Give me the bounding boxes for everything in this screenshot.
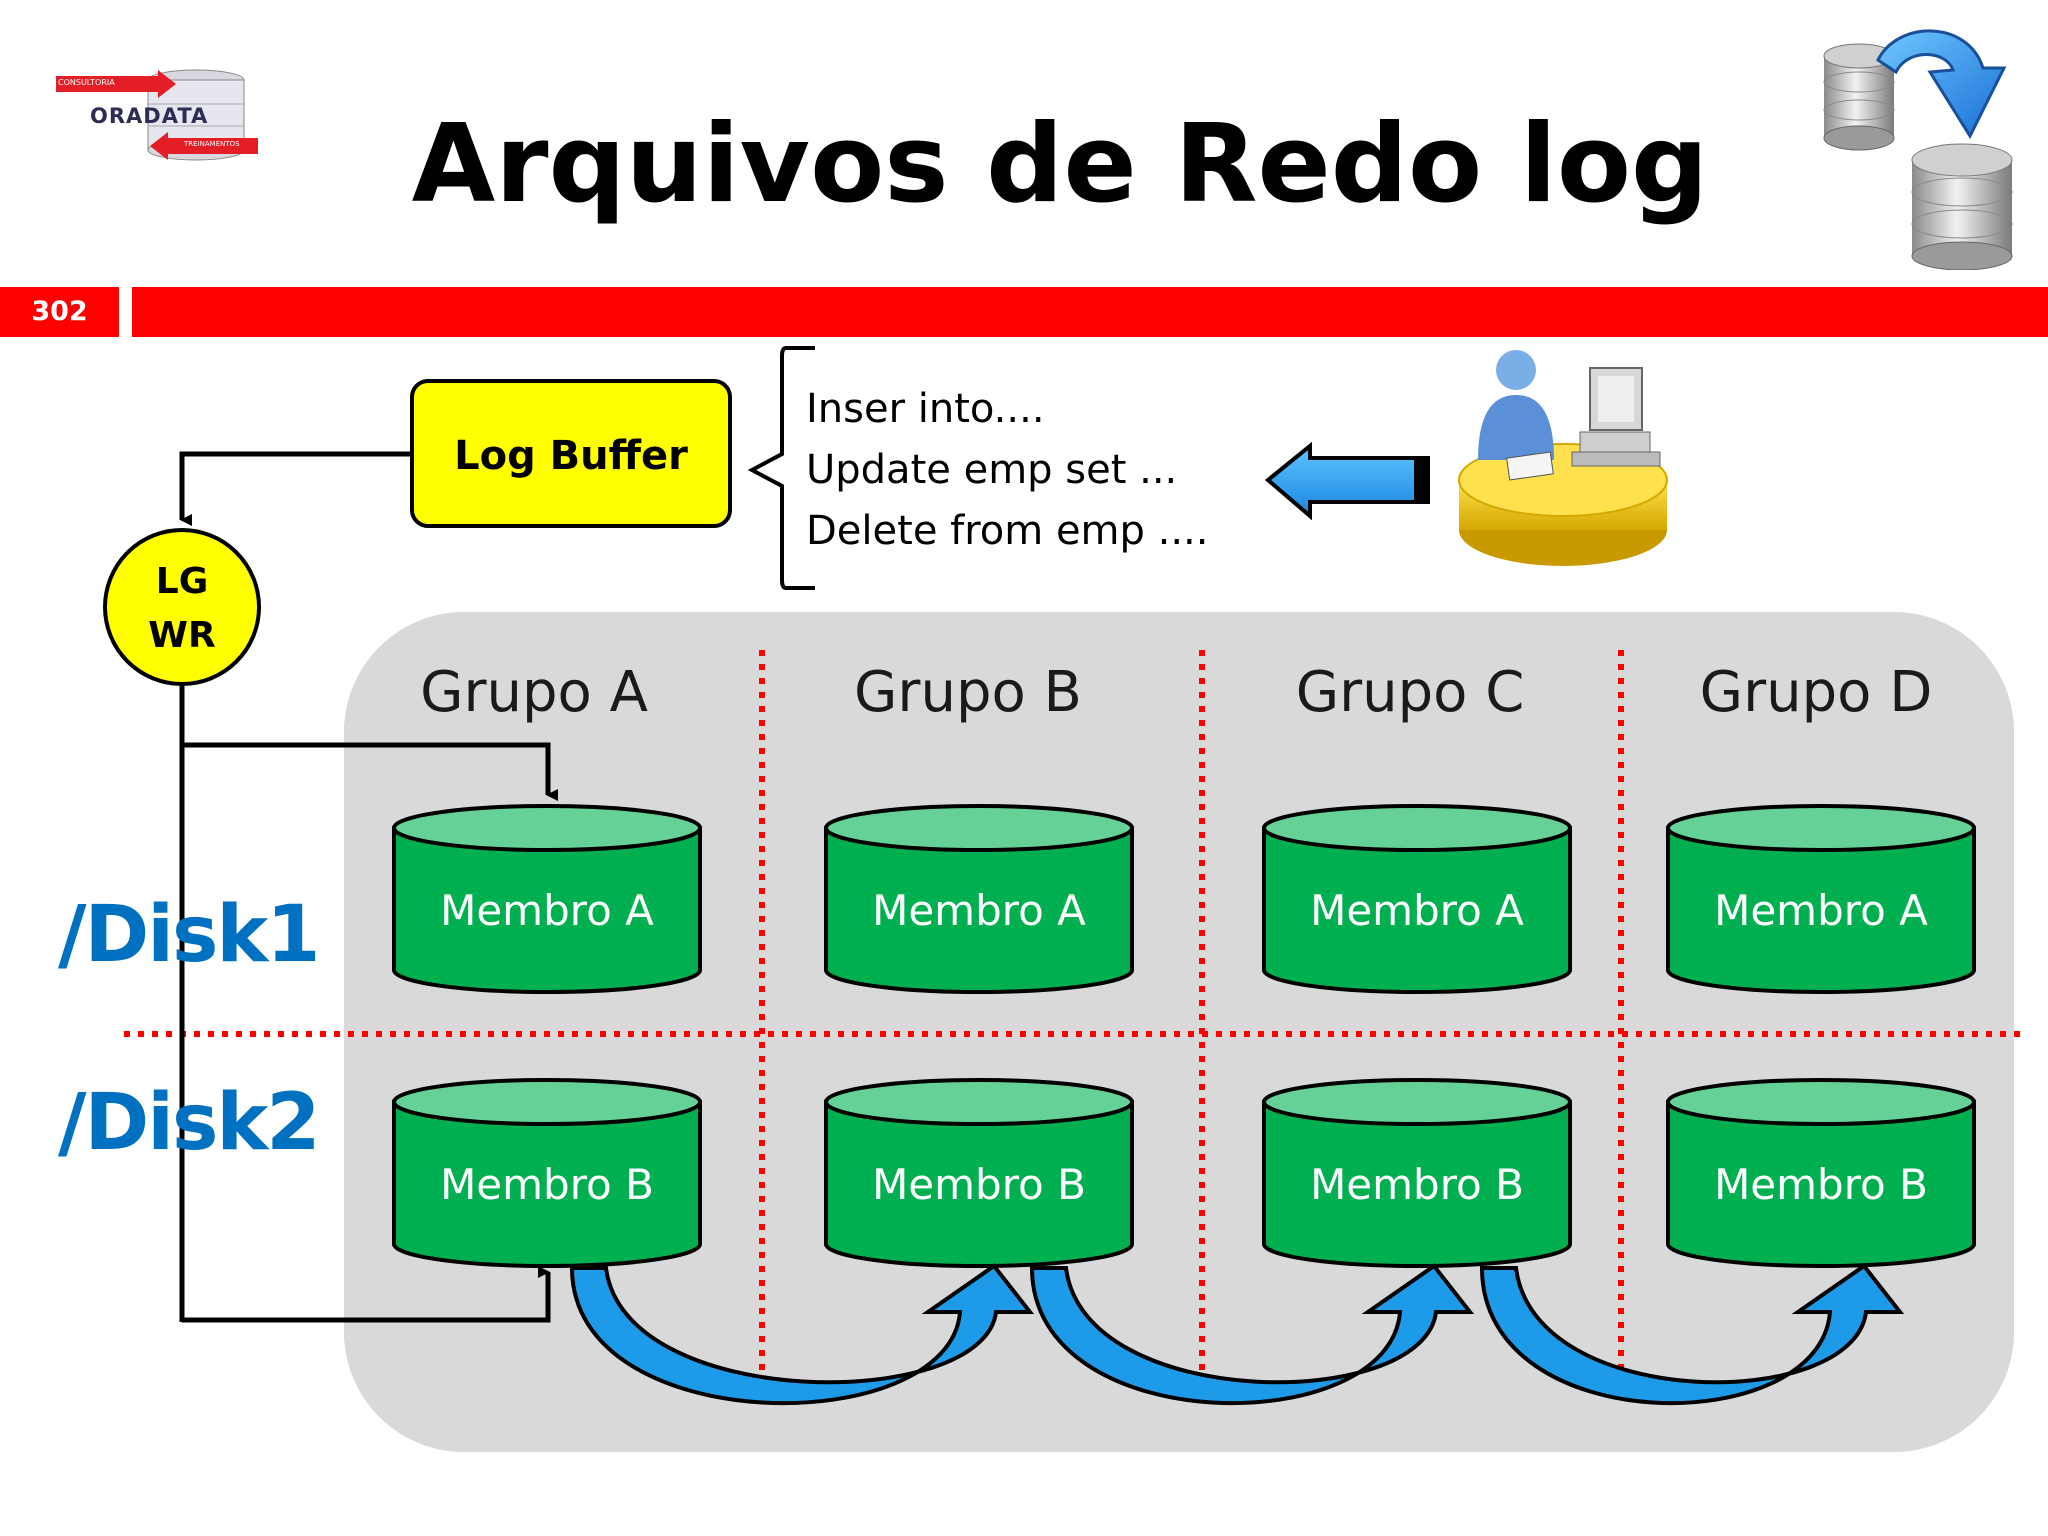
user-workstation-icon	[1458, 350, 1668, 566]
group-a-member-b-label: Membro B	[440, 1160, 654, 1209]
logo-top-text: CONSULTORIA	[58, 78, 115, 87]
statement-insert: Inser into....	[806, 386, 1045, 432]
slide-number: 302	[31, 296, 88, 327]
slide-number-box	[0, 287, 119, 337]
statements-brace	[747, 346, 815, 590]
lgwr-line-2: WR	[148, 615, 216, 656]
logo-main-text: ORADATA	[90, 104, 209, 128]
group-c-member-a-cylinder	[1262, 804, 1572, 994]
logo-graphic	[56, 69, 258, 161]
log-switch-arrows	[569, 1263, 1905, 1406]
group-c-label: Grupo C	[1295, 660, 1525, 725]
switch-a-to-b-arrow	[569, 1263, 1035, 1405]
group-c-member-b-label: Membro B	[1310, 1160, 1524, 1209]
group-a-label: Grupo A	[420, 660, 648, 725]
group-b-member-a-cylinder	[824, 804, 1134, 994]
group-a-member-a-label: Membro A	[440, 886, 654, 935]
switch-c-to-d-arrow	[1479, 1263, 1905, 1406]
oradata-logo: CONSULTORIA ORADATA TREINAMENTOS	[48, 62, 278, 172]
redo-members	[392, 804, 1976, 1268]
group-d-label: Grupo D	[1699, 660, 1933, 725]
slide-title: Arquivos de Redo log	[411, 102, 1709, 227]
disk2-label: /Disk2	[58, 1078, 321, 1168]
group-c-member-a-label: Membro A	[1310, 886, 1524, 935]
disk1-label: /Disk1	[58, 890, 321, 980]
group-b-label: Grupo B	[854, 660, 1082, 725]
header-red-bar	[132, 287, 2048, 337]
statement-delete: Delete from emp ....	[806, 508, 1209, 554]
group-a-member-b-cylinder	[392, 1078, 702, 1268]
database-transfer-icon	[1808, 20, 2028, 271]
log-buffer-label: Log Buffer	[454, 433, 688, 479]
input-arrow	[1264, 441, 1430, 521]
group-b-member-b-cylinder	[824, 1078, 1134, 1268]
lgwr-line-1: LG	[155, 561, 209, 602]
connector-lines	[179, 451, 558, 1323]
group-c-member-b-cylinder	[1262, 1078, 1572, 1268]
group-d-member-a-cylinder	[1666, 804, 1976, 994]
logo-bottom-text: TREINAMENTOS	[184, 140, 240, 148]
group-b-member-a-label: Membro A	[872, 886, 1086, 935]
group-d-member-b-cylinder	[1666, 1078, 1976, 1268]
group-d-member-a-label: Membro A	[1714, 886, 1928, 935]
switch-b-to-c-arrow	[1029, 1263, 1475, 1406]
group-a-member-a-cylinder	[392, 804, 702, 994]
group-b-member-b-label: Membro B	[872, 1160, 1086, 1209]
group-d-member-b-label: Membro B	[1714, 1160, 1928, 1209]
lgwr-label: LG WR	[104, 555, 260, 663]
statement-update: Update emp set ...	[806, 447, 1178, 493]
group-separators	[124, 650, 2022, 1395]
